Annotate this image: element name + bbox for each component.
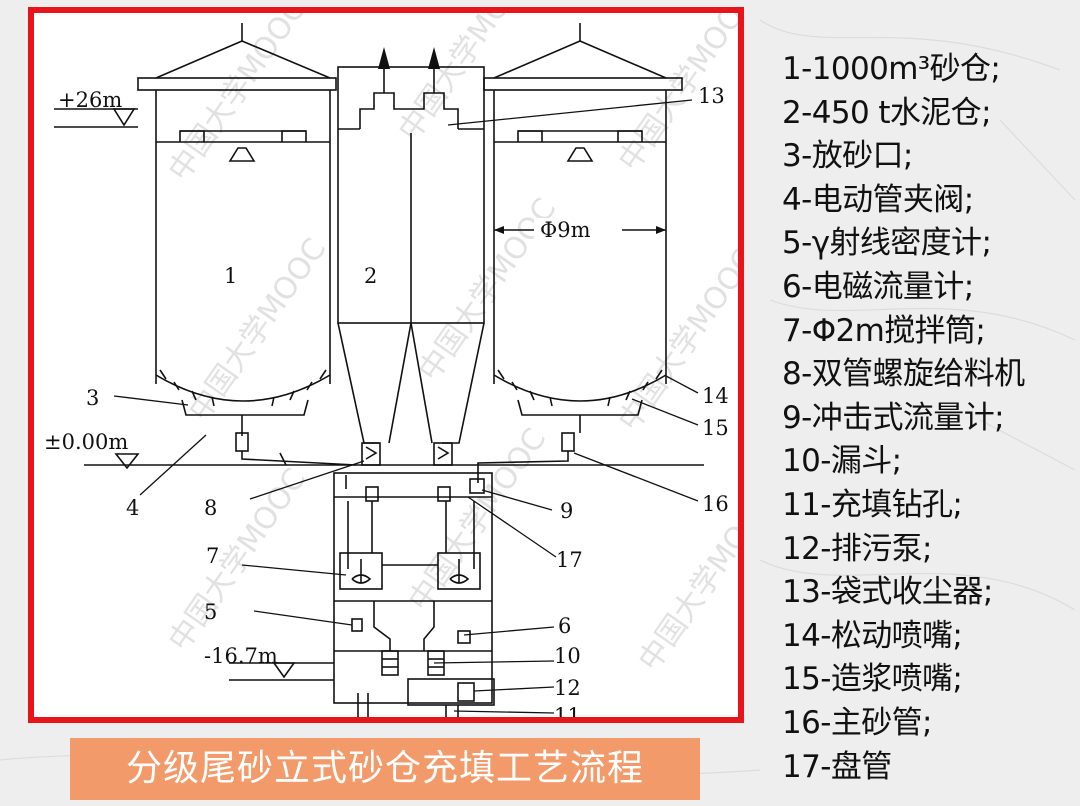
legend-item: 17-盘管	[782, 748, 892, 785]
callout-9: 9	[560, 499, 573, 523]
callout-16: 16	[702, 492, 729, 516]
callout-2: 2	[364, 264, 377, 288]
legend-item: 11-充填钻孔;	[782, 486, 963, 523]
callout-13: 13	[698, 84, 725, 108]
legend-item: 14-松动喷嘴;	[782, 617, 963, 654]
callout-3: 3	[86, 386, 99, 410]
right-sand-silo	[477, 23, 683, 483]
legend-item: 6-电磁流量计;	[782, 268, 974, 305]
watermark-text: 中国大学MOOC	[612, 242, 738, 437]
legend-item: 8-双管螺旋给料机	[782, 356, 1025, 393]
callout-12: 12	[554, 676, 581, 700]
watermark-text: 中国大学MOOC	[182, 232, 333, 427]
legend-item: 3-放砂口;	[782, 138, 913, 175]
legend-item: 1-1000m³砂仓;	[782, 51, 1001, 87]
cement-silos	[337, 47, 485, 466]
legend-item: 4-电动管夹阀;	[782, 181, 974, 218]
elevation-bottom-label: -16.7m	[204, 644, 278, 668]
diameter-label: Φ9m	[540, 218, 591, 242]
callout-5: 5	[204, 600, 217, 624]
left-sand-silo	[137, 23, 357, 466]
legend-item: 9-冲击式流量计;	[782, 399, 1005, 436]
legend-item: 16-主砂管;	[782, 704, 932, 741]
elevation-ground-label: ±0.00m	[44, 430, 128, 454]
legend-item: 7-Φ2m搅拌筒;	[782, 312, 986, 349]
watermark-text: 中国大学MOOC	[392, 13, 543, 148]
callout-4: 4	[126, 496, 139, 520]
callout-6: 6	[558, 614, 571, 638]
callout-11: 11	[554, 704, 581, 717]
component-legend: 1-1000m³砂仓; 2-450 t水泥仓; 3-放砂口; 4-电动管夹阀; …	[782, 48, 1078, 789]
elevation-top-label: +26m	[58, 88, 122, 112]
legend-item: 13-袋式收尘器;	[782, 574, 993, 611]
callout-8: 8	[204, 496, 217, 520]
callout-7: 7	[206, 544, 219, 568]
callout-1: 1	[224, 264, 237, 288]
process-diagram-frame: 中国大学MOOC 中国大学MOOC 中国大学MOOC 中国大学MOOC 中国大学…	[28, 7, 744, 723]
mixing-plant	[333, 472, 495, 717]
diagram-labels: +26m ±0.00m -16.7m Φ9m 1 2 3 4 5 6 7 8 9…	[44, 84, 729, 717]
elevation-markers	[54, 108, 704, 681]
legend-item: 15-造浆喷嘴;	[782, 661, 963, 698]
legend-item: 10-漏斗;	[782, 443, 902, 480]
figure-caption: 分级尾砂立式砂仓充填工艺流程	[70, 738, 700, 800]
process-flow-diagram: 中国大学MOOC 中国大学MOOC 中国大学MOOC 中国大学MOOC 中国大学…	[44, 13, 738, 717]
callout-15: 15	[702, 416, 729, 440]
callout-10: 10	[554, 644, 581, 668]
callout-14: 14	[702, 384, 729, 408]
watermark-text: 中国大学MOOC	[162, 462, 313, 657]
legend-item: 2-450 t水泥仓;	[782, 94, 992, 131]
callout-leaders	[113, 99, 699, 714]
watermarks: 中国大学MOOC 中国大学MOOC 中国大学MOOC 中国大学MOOC 中国大学…	[162, 13, 738, 678]
legend-item: 12-排污泵;	[782, 530, 932, 567]
legend-item: 5-γ射线密度计;	[782, 225, 992, 262]
callout-17: 17	[556, 548, 583, 572]
